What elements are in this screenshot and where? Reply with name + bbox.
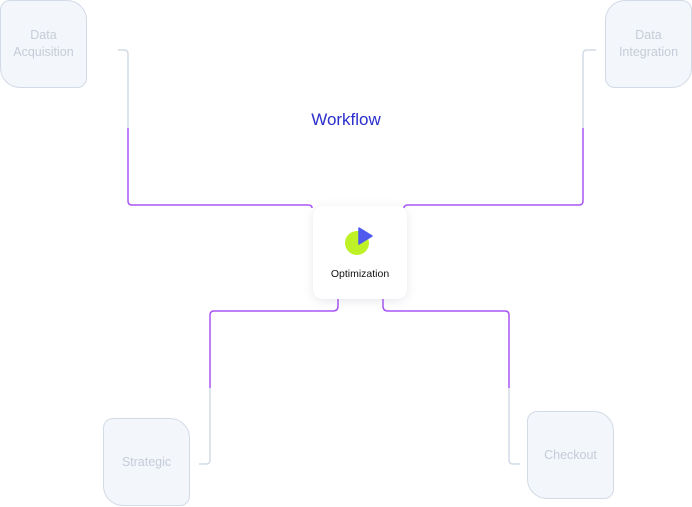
center-node-label: Optimization bbox=[330, 268, 390, 280]
node-data-integration[interactable]: Data Integration bbox=[605, 0, 692, 88]
node-label: Checkout bbox=[544, 447, 597, 462]
connector-integration-inactive bbox=[582, 49, 596, 128]
pie-chart-icon bbox=[345, 227, 373, 255]
node-label-line1: Data bbox=[635, 28, 662, 42]
diagram-title: Workflow bbox=[311, 110, 381, 129]
center-node-optimization[interactable]: Optimization bbox=[313, 206, 407, 299]
node-checkout[interactable]: Checkout bbox=[527, 411, 614, 499]
connector-checkout-active bbox=[382, 299, 510, 388]
connector-strategic-active bbox=[209, 299, 339, 388]
connector-acquisition-inactive bbox=[118, 49, 129, 128]
connector-integration-active bbox=[403, 128, 584, 209]
node-label-line1: Data bbox=[30, 28, 57, 42]
connector-acquisition-active bbox=[127, 128, 313, 209]
connector-strategic-inactive bbox=[199, 388, 211, 465]
node-label-line2: Acquisition bbox=[13, 45, 74, 59]
node-label-line2: Integration bbox=[618, 45, 679, 59]
node-data-acquisition[interactable]: Data Acquisition bbox=[0, 0, 87, 88]
node-label: Strategic bbox=[121, 454, 172, 469]
node-strategic[interactable]: Strategic bbox=[103, 418, 190, 506]
connector-checkout-inactive bbox=[508, 388, 520, 465]
